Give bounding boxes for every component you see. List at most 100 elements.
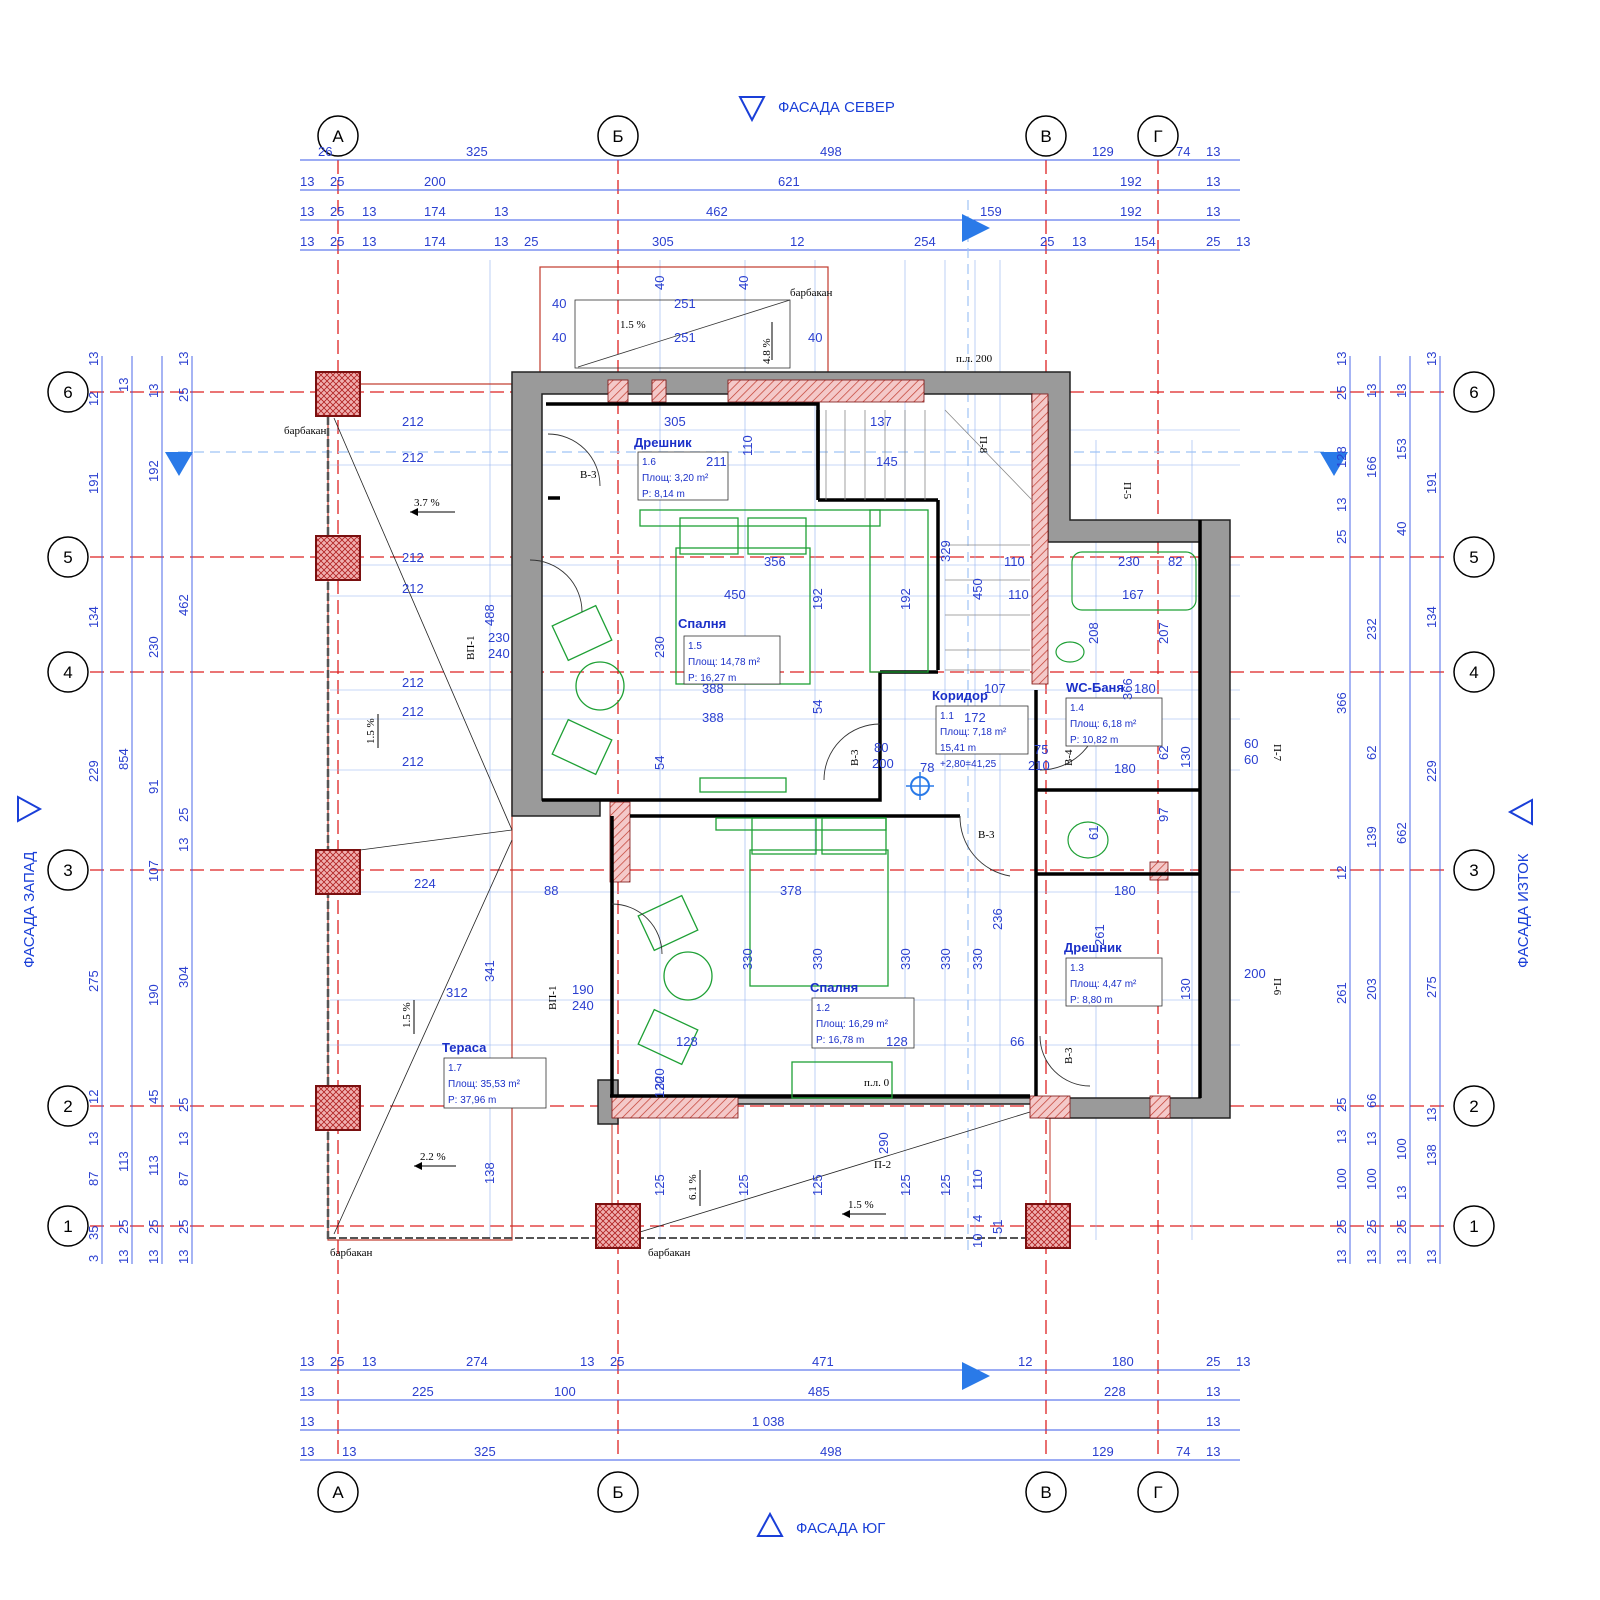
dim-value: 192	[898, 588, 913, 610]
dim-value: 82	[1168, 554, 1182, 569]
dim-value: 97	[1156, 808, 1171, 822]
dim-value: 305	[652, 234, 674, 249]
svg-text:6.1 %: 6.1 %	[687, 1174, 699, 1200]
dim-value: 87	[176, 1172, 191, 1186]
dim-value: 25	[330, 1354, 344, 1369]
room-name: WC-Баня	[1066, 680, 1124, 695]
dim-value: 4	[970, 1215, 985, 1222]
dim-value: 13	[86, 1132, 101, 1146]
dim-value: 100	[1334, 1168, 1349, 1190]
dim-value: 60	[1244, 736, 1258, 751]
svg-text:Площ: 14,78 m²: Площ: 14,78 m²	[688, 657, 761, 668]
dim-value: 139	[1364, 826, 1379, 848]
dim-value: 13	[1206, 174, 1220, 189]
dim-value: 485	[808, 1384, 830, 1399]
dim-value: 100	[554, 1384, 576, 1399]
dim-value: 366	[1120, 678, 1135, 700]
axis-row-right-5: 5	[1453, 536, 1495, 578]
dim-value: 203	[1364, 978, 1379, 1000]
dim-value: 129	[1092, 144, 1114, 159]
svg-text:1.5 %: 1.5 %	[401, 1002, 413, 1028]
dim-value: 13	[300, 174, 314, 189]
room-name: Тераса	[442, 1040, 487, 1055]
svg-text:Площ: 4,47 m²: Площ: 4,47 m²	[1070, 979, 1137, 990]
dim-value: 130	[1178, 978, 1193, 1000]
dim-value: 251	[674, 296, 696, 311]
dim-value: 137	[870, 414, 892, 429]
dim-value: 190	[146, 984, 161, 1006]
dim-value: 192	[1120, 174, 1142, 189]
dim-value: 13	[300, 1384, 314, 1399]
axis-row-right-2: 2	[1453, 1085, 1495, 1127]
dim-value: 230	[146, 636, 161, 658]
svg-text:1.5 %: 1.5 %	[848, 1199, 874, 1211]
slope-arrow: 6.1 %	[687, 1170, 701, 1206]
dim-value: 462	[706, 204, 728, 219]
dim-value: 13	[1334, 352, 1349, 366]
dim-value: 62	[1364, 746, 1379, 760]
dim-value: 129	[1092, 1444, 1114, 1459]
axis-col-top-g: Г	[1137, 115, 1179, 157]
slope-arrow: 1.5 %	[620, 319, 646, 331]
dim-value: 25	[1364, 1220, 1379, 1234]
dim-value: 40	[736, 276, 751, 290]
dim-value: 159	[980, 204, 1002, 219]
svg-text:P: 10,82 m: P: 10,82 m	[1070, 735, 1118, 746]
dim-value: 224	[414, 876, 436, 891]
dim-value: 275	[86, 970, 101, 992]
dim-value: 1 038	[752, 1414, 785, 1429]
dim-value: 13	[494, 234, 508, 249]
dim-value: 236	[990, 908, 1005, 930]
dim-value: 35	[86, 1226, 101, 1240]
dim-value: 13	[342, 1444, 356, 1459]
svg-text:4: 4	[63, 663, 72, 682]
dim-value: 229	[1424, 760, 1439, 782]
bed-2	[749, 849, 889, 987]
top-dimensions: 26 325 498 129 74 13 13 25 200 621 192 1…	[300, 144, 1250, 249]
dim-value: 110	[1004, 554, 1025, 569]
dim-value: 13	[1334, 1250, 1349, 1264]
dim-value: 330	[810, 948, 825, 970]
section-arrow-left	[165, 452, 193, 476]
section-markers	[165, 200, 1348, 1390]
svg-text:6: 6	[63, 383, 72, 402]
dim-value: 13	[1394, 384, 1409, 398]
dim-value: 13	[1206, 1414, 1220, 1429]
dim-value: 100	[1394, 1138, 1409, 1160]
dim-value: 45	[146, 1090, 161, 1104]
dim-value: 10	[970, 1234, 985, 1248]
dim-value: 25	[176, 1220, 191, 1234]
dim-value: 13	[116, 378, 131, 392]
dim-value: 192	[810, 588, 825, 610]
svg-text:5: 5	[1469, 548, 1478, 567]
facade-south: ФАСАДА ЮГ	[756, 1511, 885, 1537]
dim-value: 13	[146, 384, 161, 398]
dim-value: 174	[424, 204, 446, 219]
svg-text:P: 8,14 m: P: 8,14 m	[642, 489, 685, 500]
dim-value: 230	[488, 630, 510, 645]
dim-value: 25	[176, 388, 191, 402]
dim-value: 153	[1394, 438, 1409, 460]
facade-west: ФАСАДА ЗАПАД	[17, 795, 43, 968]
dim-value: 167	[1122, 587, 1144, 602]
bathroom-fixtures	[1055, 551, 1197, 859]
svg-text:1.5: 1.5	[688, 641, 702, 652]
dim-value: 13	[1206, 1384, 1220, 1399]
svg-text:1.3: 1.3	[1070, 963, 1084, 974]
dim-value: 180	[1112, 1354, 1134, 1369]
svg-text:1: 1	[1469, 1217, 1478, 1236]
dim-value: 130	[1178, 746, 1193, 768]
svg-text:Площ: 35,53 m²: Площ: 35,53 m²	[448, 1079, 521, 1090]
axis-row-left-3: 3	[47, 849, 89, 891]
room-bedroom-2: Спалня 1.2 Площ: 16,29 m² P: 16,78 m	[810, 980, 915, 1049]
axis-row-left-4: 4	[47, 651, 89, 693]
columns	[315, 371, 1071, 1249]
svg-text:1.1: 1.1	[940, 711, 954, 722]
dim-value: 212	[402, 675, 424, 690]
dim-value: 180	[1134, 681, 1156, 696]
interior-walls	[542, 402, 1202, 1098]
svg-text:Б: Б	[612, 1483, 623, 1502]
svg-text:Б: Б	[612, 127, 623, 146]
svg-text:Площ: 6,18 m²: Площ: 6,18 m²	[1070, 719, 1137, 730]
dim-value: 54	[810, 700, 825, 714]
